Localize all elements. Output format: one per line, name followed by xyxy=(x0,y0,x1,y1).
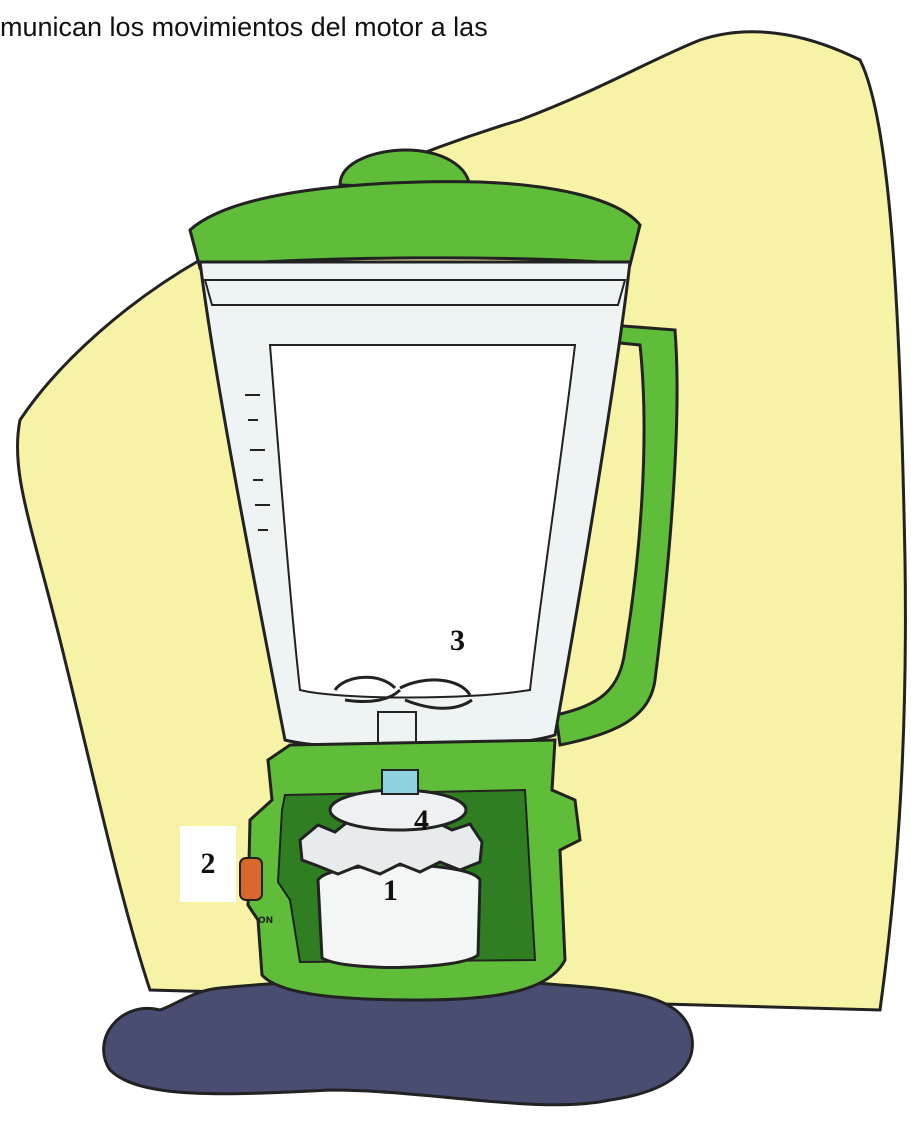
drive-disc xyxy=(330,790,466,830)
coupling xyxy=(382,770,418,794)
label-4: 4 xyxy=(414,804,429,838)
switch-on-text: ON xyxy=(258,916,273,926)
label-1: 1 xyxy=(383,874,398,908)
label-2: 2 xyxy=(180,826,236,902)
label-3: 3 xyxy=(450,624,465,658)
blade-shaft xyxy=(378,712,416,744)
jar-inner xyxy=(270,345,575,698)
lid xyxy=(190,182,640,268)
power-switch xyxy=(240,858,262,900)
motor xyxy=(318,865,480,967)
caption-text: munican los movimientos del motor a las xyxy=(0,12,488,43)
